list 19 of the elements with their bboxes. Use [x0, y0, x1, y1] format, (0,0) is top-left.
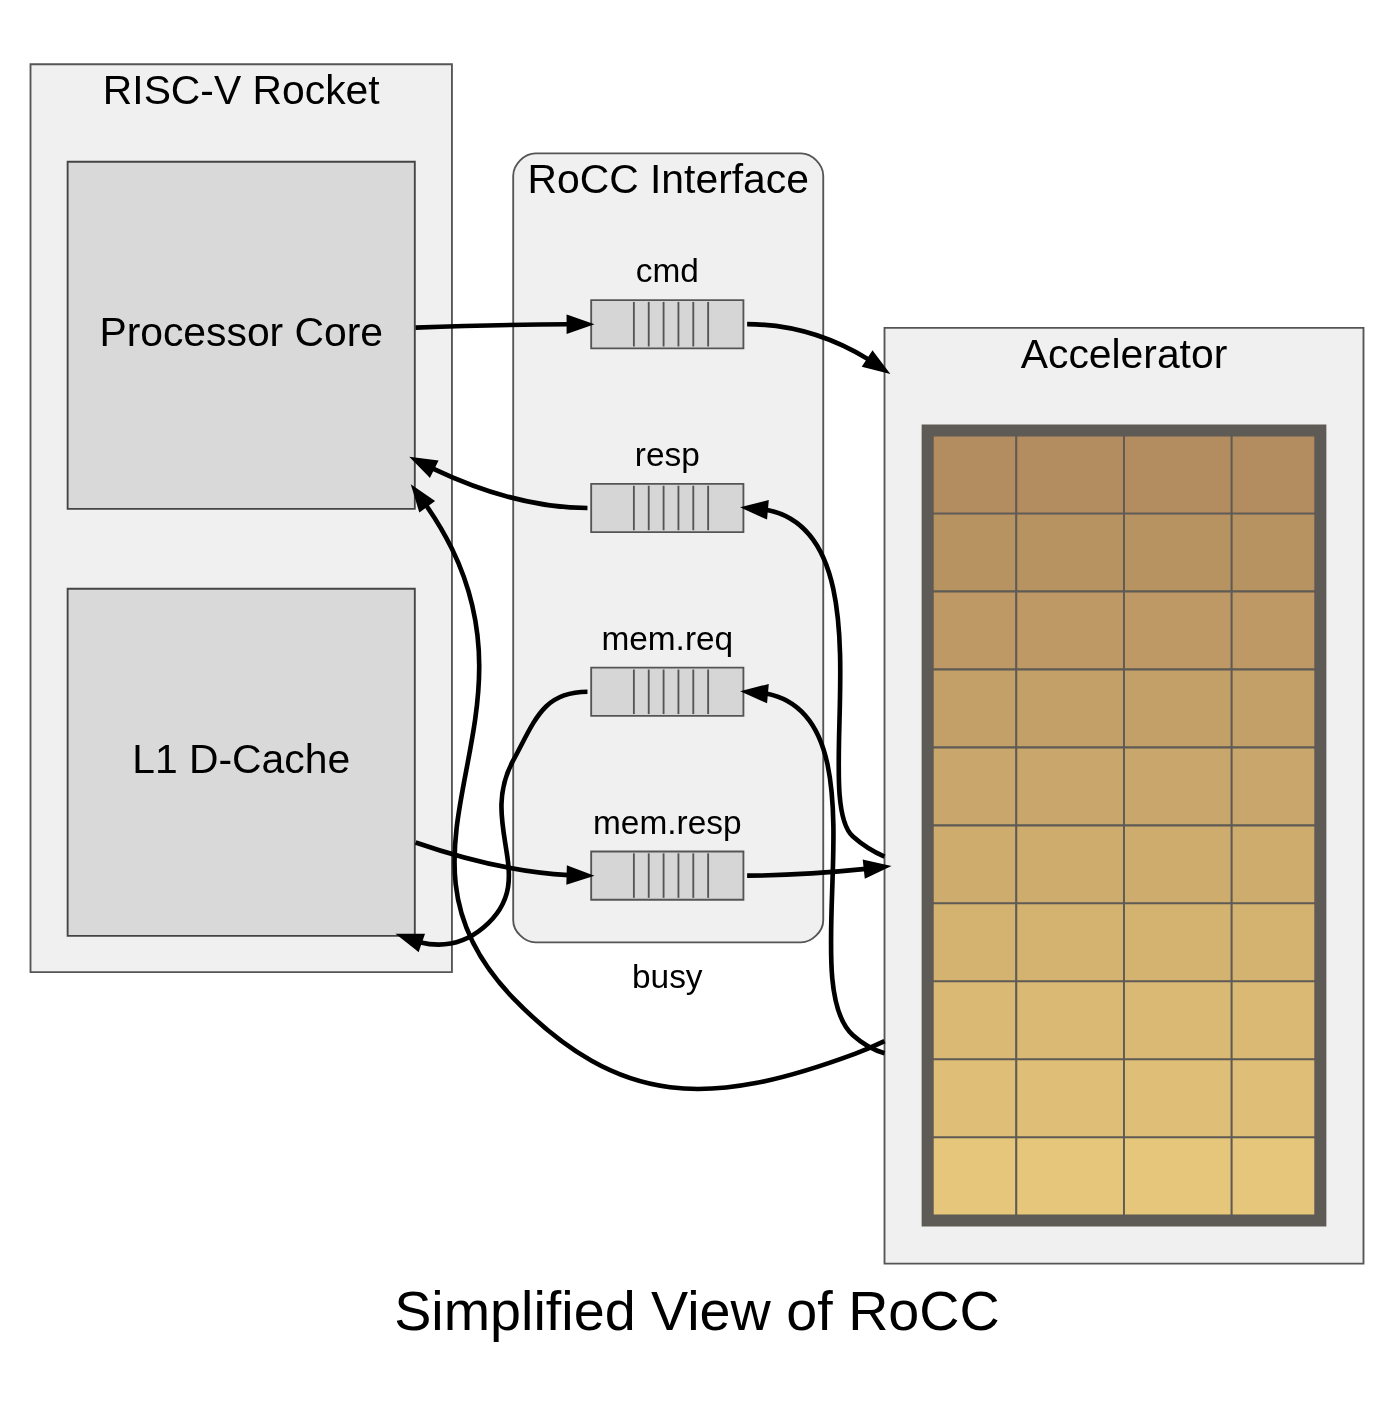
- node-label: cmd: [635, 251, 699, 289]
- arrow: [409, 456, 588, 510]
- node-box: L1 D-Cache: [66, 587, 416, 937]
- arrow: [747, 858, 892, 879]
- node-label: resp: [634, 435, 700, 473]
- caption: Simplified View of RoCC: [394, 1279, 1000, 1342]
- arrow: [395, 688, 588, 952]
- edge-label: busy: [632, 957, 703, 995]
- arrow: [414, 839, 595, 885]
- node-picture: [921, 423, 1327, 1226]
- node-box: Processor Core: [66, 160, 416, 510]
- node-label: mem.req: [601, 619, 734, 657]
- arrow: [415, 314, 595, 334]
- arrow: [747, 321, 891, 374]
- cluster: Accelerator: [883, 326, 1365, 1265]
- arrow: [740, 499, 886, 859]
- node-label: mem.resp: [593, 803, 742, 841]
- arrow: [740, 683, 886, 1055]
- arrow: [410, 483, 886, 1091]
